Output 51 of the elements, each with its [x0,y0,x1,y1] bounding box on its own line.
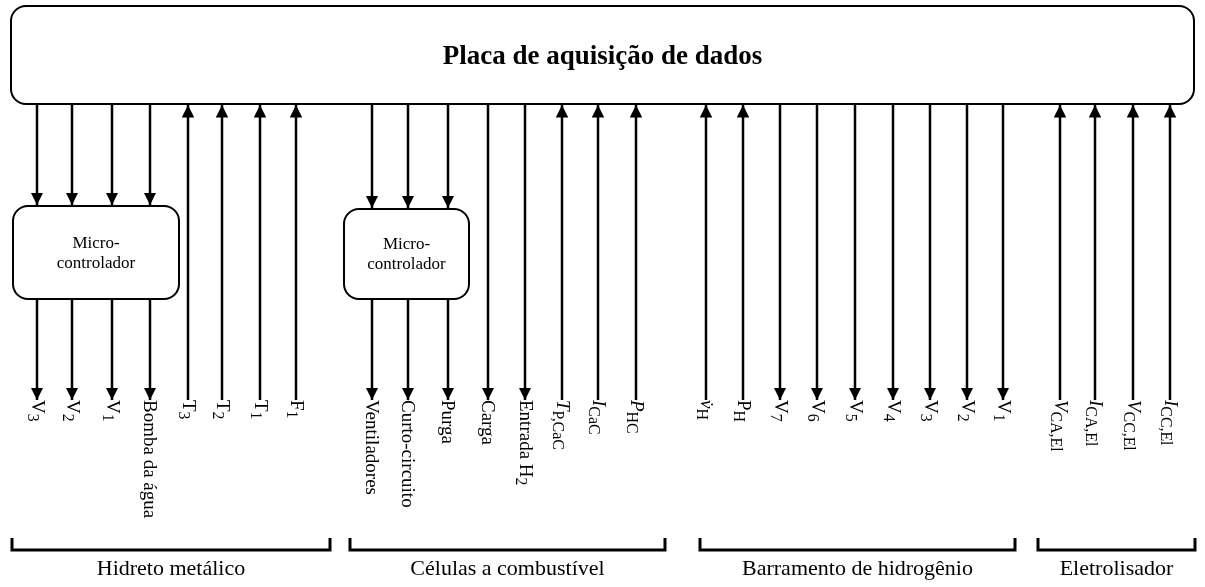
arrow [365,300,379,400]
board-box [10,5,1195,105]
group-label: Eletrolisador [1059,555,1174,581]
arrow [365,105,379,208]
group-label: Células a combustível [410,555,605,581]
arrow [1088,105,1102,400]
arrow [773,105,787,400]
arrow [1053,105,1067,400]
controller-box [343,208,470,300]
arrow [591,105,605,400]
board-title: Placa de aquisição de dados [442,39,763,71]
arrow [105,105,119,205]
arrow [441,300,455,400]
signal-label: Bomba da água [140,400,160,519]
arrow [736,105,750,400]
arrow [810,105,824,400]
signal-label: Carga [478,400,498,446]
controller-label: Micro- controlador [55,232,137,273]
arrow [401,300,415,400]
arrow [848,105,862,400]
arrow [481,105,495,400]
arrow [699,105,713,400]
group-label: Hidreto metálico [96,555,246,581]
arrow [996,105,1010,400]
arrow [1126,105,1140,400]
arrow [65,105,79,205]
arrow [30,300,44,400]
controller-label: Micro- controlador [366,234,447,274]
arrow [65,300,79,400]
arrow [30,105,44,205]
arrow [215,105,229,400]
arrow [401,105,415,208]
signal-label: Purga [438,400,458,444]
arrow [923,105,937,400]
arrow [143,105,157,205]
arrow [289,105,303,400]
arrow [441,105,455,208]
signal-label: Ventiladores [362,400,382,495]
arrow [143,300,157,400]
arrow [105,300,119,400]
controller-box [12,205,180,300]
arrow [253,105,267,400]
arrow [518,105,532,400]
arrow [181,105,195,400]
arrow [960,105,974,400]
arrow [555,105,569,400]
arrow [1163,105,1177,400]
group-label: Barramento de hidrogênio [742,555,973,581]
signal-label: Curto-circuito [398,400,418,508]
arrow [886,105,900,400]
arrow [629,105,643,400]
